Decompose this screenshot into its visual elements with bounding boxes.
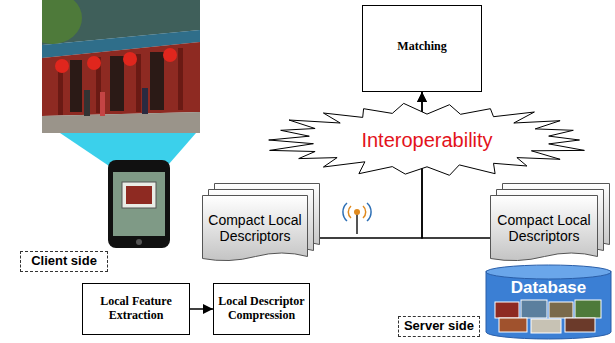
text-area: Local Feature Extraction [88,289,184,329]
photo-person [142,88,148,114]
text-area: Server side [403,318,475,335]
photo-wall [42,42,200,116]
photo-lantern [55,59,69,73]
database-cylinder: Database [485,264,612,340]
antenna-mast [356,214,358,234]
photo-lantern [123,52,137,66]
text-area: Compact Local Descriptors [493,198,595,258]
document-page [203,196,308,261]
process-box: Local Descriptor Compression [213,283,310,335]
database-thumbnail [499,318,527,332]
connector-arrow [190,308,213,310]
photo-tree [42,0,82,44]
text-area: Client side [25,253,103,270]
database-thumbnail [549,302,573,318]
database-cylinder-outline [485,264,612,340]
node-label: Matching [397,40,446,54]
node-label: Client side [31,254,97,269]
photo [42,0,200,133]
antenna-tip [354,209,360,215]
process-box: Local Feature Extraction [82,283,190,335]
photo-door [150,52,164,110]
database-thumbnail [565,318,595,332]
antenna-wave [343,203,347,221]
photo-door [70,60,82,112]
text-area: Compact Local Descriptors [205,198,305,258]
phone-button [136,239,142,245]
phone-screen [113,172,165,236]
antenna-wave [363,206,366,218]
photo-pillar [136,54,141,112]
document-stack: Compact Local Descriptors [490,183,610,263]
node-label: Server side [404,319,474,334]
photo-lantern [87,56,101,70]
side-tag: Server side [398,316,480,337]
cylinder-body [486,271,611,339]
node-label: Interoperability [361,129,492,152]
photo-ground [42,112,200,133]
database-thumbnail [495,302,519,318]
database-thumbnail [521,300,547,318]
phone-thumbnail-image [126,186,152,204]
photo-person [84,90,90,116]
side-tag: Client side [20,251,108,272]
text-area: Database [489,278,608,302]
document-page [491,196,598,261]
text-area: Matching [369,40,475,85]
photo-pillar [178,48,183,110]
cylinder-top [486,265,611,279]
process-box: Matching [362,5,482,92]
phone-body [108,160,170,248]
antenna-wave [367,203,371,221]
node-label: Compact Local Descriptors [493,212,595,244]
photo-lantern [163,48,177,62]
starburst-shape: Interoperability [262,102,592,178]
phone-thumbnail [122,182,156,208]
text-area: Interoperability [332,112,522,168]
antenna-wave [348,206,351,218]
database-thumbnail [531,319,561,333]
photo-person [100,92,105,116]
starburst-outline [269,103,585,175]
text-area: Local Descriptor Compression [218,288,305,330]
node-label: Local Descriptor Compression [218,295,305,323]
node-label: Database [511,278,587,298]
node-label: Compact Local Descriptors [205,212,305,244]
node-label: Local Feature Extraction [88,295,184,323]
photo-door [110,56,124,111]
document-stack: Compact Local Descriptors [202,183,320,263]
database-thumbnail [575,300,601,318]
